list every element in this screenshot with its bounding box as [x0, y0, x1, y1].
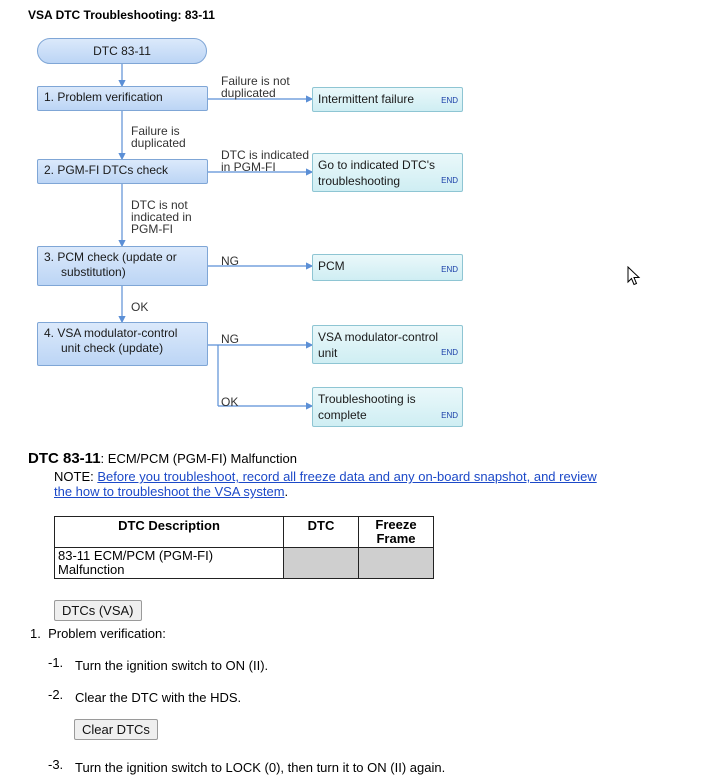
step-1-box: 1. Problem verification	[37, 86, 208, 111]
step-2-label: 2. PGM-FI DTCs check	[44, 163, 169, 177]
result-2-line1: Go to indicated DTC's	[318, 158, 436, 172]
step-4-box: 4. VSA modulator-control unit check (upd…	[37, 322, 208, 366]
step-3-box: 3. PCM check (update or substitution)	[37, 246, 208, 286]
substep-2-number: -2.	[48, 687, 64, 702]
label-dtc-indicated: DTC is indicated in PGM-FI	[221, 149, 309, 173]
label-failure-duplicated: Failure is duplicated	[131, 125, 186, 149]
label-line: duplicated	[221, 86, 276, 100]
step-4-label-line2: unit check (update)	[61, 341, 164, 355]
result-vsa-modulator: VSA modulator-control unit END	[312, 325, 463, 364]
label-line: Failure is not	[221, 74, 290, 88]
label-ok-vsa: OK	[221, 395, 239, 409]
cell-freeze	[358, 547, 434, 579]
cell-dtc	[283, 547, 359, 579]
result-3-label: PCM	[318, 259, 345, 273]
result-complete: Troubleshooting is complete END	[312, 387, 463, 427]
end-tag: END	[441, 176, 458, 185]
label-ok-pcm: OK	[131, 300, 149, 314]
procedure-step-1: 1. Problem verification:	[30, 626, 166, 641]
start-node: DTC 83-11	[37, 38, 207, 64]
flowchart-connectors	[118, 64, 314, 410]
step-1-text: Problem verification:	[48, 626, 166, 641]
label-ng-pcm: NG	[221, 254, 239, 268]
dtcs-vsa-button[interactable]: DTCs (VSA)	[54, 600, 142, 621]
label-ng-vsa: NG	[221, 332, 239, 346]
step-1-number: 1.	[30, 626, 41, 641]
end-tag: END	[441, 348, 458, 357]
header-dtc-description: DTC Description	[54, 516, 284, 548]
result-4-line2: unit	[318, 346, 338, 360]
label-line: duplicated	[131, 136, 186, 150]
note: NOTE: Before you troubleshoot, record al…	[54, 469, 614, 499]
note-link[interactable]: Before you troubleshoot, record all free…	[54, 469, 597, 499]
label-line: indicated in	[131, 210, 192, 224]
result-5-line2: complete	[318, 408, 367, 422]
header-freeze-line: Freeze	[375, 517, 417, 532]
result-1-label: Intermittent failure	[318, 92, 415, 106]
result-4-line1: VSA modulator-control	[318, 330, 439, 344]
step-3-label-line1: 3. PCM check (update or	[44, 250, 177, 264]
step-3-label-line2: substitution)	[61, 265, 126, 279]
substep-3-text: Turn the ignition switch to LOCK (0), th…	[75, 760, 446, 775]
note-prefix: NOTE:	[54, 469, 98, 484]
end-tag: END	[441, 411, 458, 420]
dtc-heading: DTC 83-11: ECM/PCM (PGM-FI) Malfunction	[28, 450, 297, 467]
header-frame-line: Frame	[376, 531, 416, 546]
clear-dtcs-button[interactable]: Clear DTCs	[74, 719, 158, 740]
result-intermittent: Intermittent failure END	[312, 87, 463, 112]
step-1-label: 1. Problem verification	[44, 90, 163, 104]
substep-1-text: Turn the ignition switch to ON (II).	[75, 658, 269, 673]
cell-line: Malfunction	[58, 562, 125, 577]
substep-2-text: Clear the DTC with the HDS.	[75, 690, 242, 705]
label-line: DTC is indicated	[221, 148, 310, 162]
result-5-line1: Troubleshooting is	[318, 392, 416, 406]
table-row: 83-11 ECM/PCM (PGM-FI)Malfunction	[54, 547, 434, 579]
dtc-description: : ECM/PCM (PGM-FI) Malfunction	[100, 451, 298, 466]
label-line: Failure is	[131, 124, 180, 138]
label-dtc-not-indicated: DTC is not indicated in PGM-FI	[131, 199, 192, 235]
step-4-label-line1: 4. VSA modulator-control	[44, 326, 178, 340]
page-title: VSA DTC Troubleshooting: 83-11	[28, 8, 215, 22]
dtc-code: DTC 83-11	[28, 450, 101, 467]
header-dtc: DTC	[283, 516, 359, 548]
result-pcm: PCM END	[312, 254, 463, 281]
label-line: PGM-FI	[131, 222, 173, 236]
end-tag: END	[441, 96, 458, 105]
cell-description: 83-11 ECM/PCM (PGM-FI)Malfunction	[54, 547, 284, 579]
label-failure-not-duplicated: Failure is not duplicated	[221, 75, 290, 99]
label-line: DTC is not	[131, 198, 188, 212]
result-2-line2: troubleshooting	[318, 174, 401, 188]
result-indicated-dtc: Go to indicated DTC's troubleshooting EN…	[312, 153, 463, 192]
label-line: in PGM-FI	[221, 160, 276, 174]
end-tag: END	[441, 265, 458, 274]
substep-3-number: -3.	[48, 757, 64, 772]
cell-line: 83-11 ECM/PCM (PGM-FI)	[58, 548, 214, 563]
step-2-box: 2. PGM-FI DTCs check	[37, 159, 208, 184]
note-suffix: .	[284, 484, 289, 499]
mouse-cursor-icon	[627, 266, 641, 286]
substep-1-number: -1.	[48, 655, 64, 670]
